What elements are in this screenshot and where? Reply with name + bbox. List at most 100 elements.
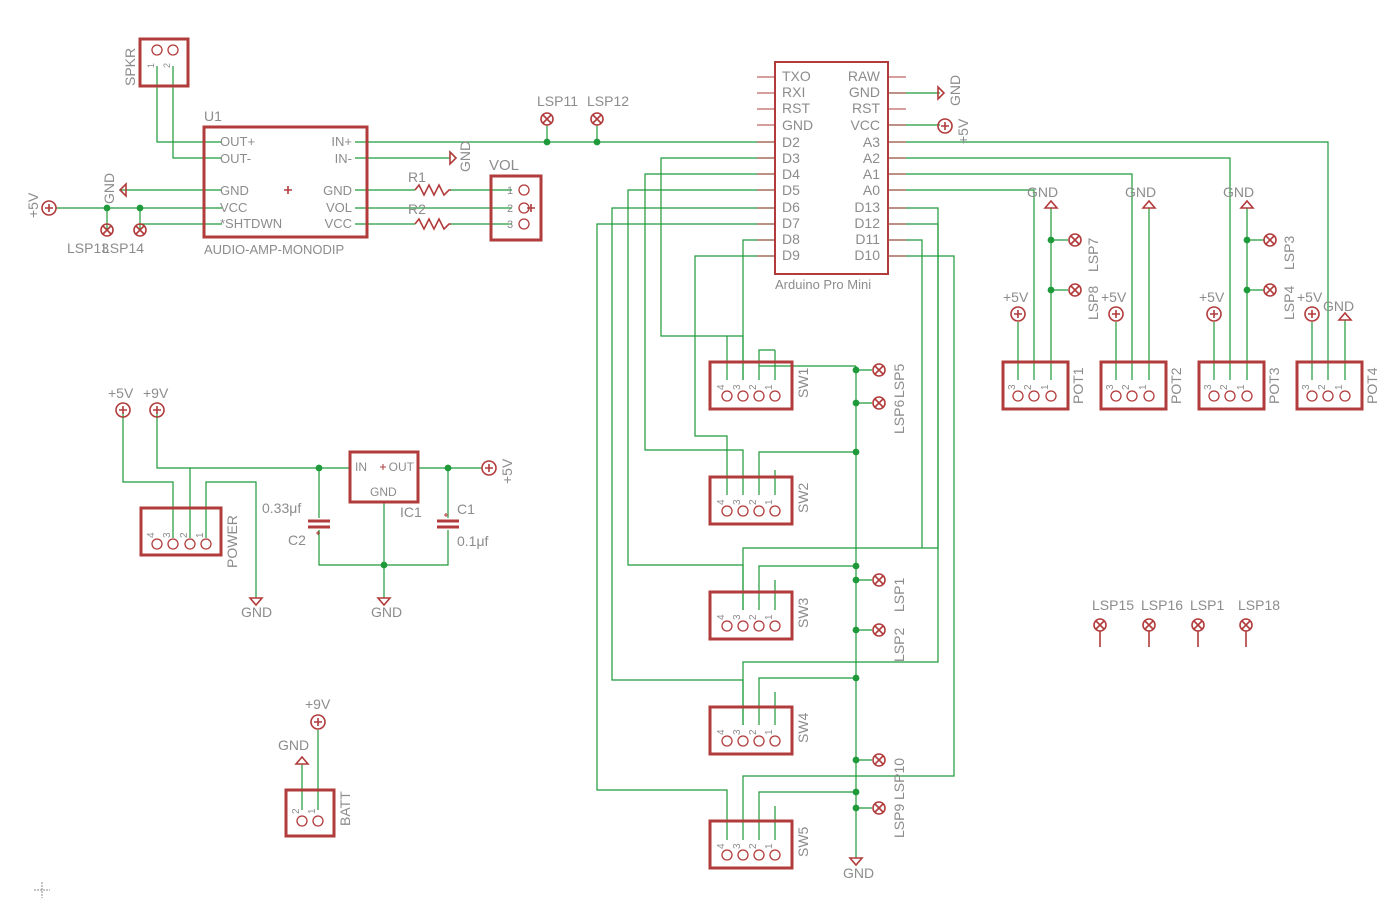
gnd-symbol-reg: GND	[371, 597, 402, 620]
svg-text:GND: GND	[278, 737, 309, 753]
sw4-pin-2: 2	[748, 729, 759, 735]
lsp9[interactable]: LSP9	[872, 801, 907, 838]
ard-d7: D7	[782, 215, 800, 231]
battery-connector[interactable]: 2 1 BATT	[284, 788, 353, 838]
svg-text:+5V: +5V	[1297, 289, 1323, 305]
reg-in-label: IN	[355, 460, 367, 474]
resistor-r1[interactable]: R1	[408, 169, 451, 197]
arduino-pro-mini[interactable]: TXO RXI RST GND D2 D3 D4 D5 D6 D7 D8 D9 …	[757, 61, 906, 292]
lsp18[interactable]: LSP18	[1238, 597, 1280, 647]
lsp14[interactable]: LSP14	[102, 223, 147, 256]
ard-gnd: GND	[782, 117, 813, 133]
gnd-symbol-switches: GND	[843, 857, 874, 881]
ard-rxi: RXI	[782, 84, 805, 100]
lsp2[interactable]: LSP2	[872, 623, 907, 662]
ard-d9: D9	[782, 247, 800, 263]
pot-pot2[interactable]: 3 2 1 POT2	[1099, 360, 1184, 411]
power-connector[interactable]: 4 3 2 1 POWER	[139, 506, 240, 568]
pot-pot1[interactable]: 3 2 1 POT1	[1001, 360, 1086, 411]
gnd-symbol-power: GND	[241, 597, 272, 620]
u1-pin-vcc2: VCC	[325, 216, 352, 231]
origin-crosshair-icon	[34, 882, 50, 898]
speaker-connector[interactable]: 1 2 SPKR	[122, 37, 190, 88]
lsp10[interactable]: LSP10	[872, 753, 907, 800]
pot1-pin-3: 3	[1007, 384, 1018, 390]
p5v-symbol-left: +5V	[25, 192, 57, 218]
c2-value: 0.33μf	[262, 500, 301, 516]
pot1-pin-2: 2	[1023, 384, 1034, 390]
lsp8[interactable]: LSP8	[1068, 283, 1101, 320]
power-pin-4: 4	[146, 532, 157, 538]
switch-sw4[interactable]: 4 3 2 1 SW4	[708, 705, 811, 756]
gnd-symbol-pot2: GND	[1125, 184, 1157, 209]
svg-text:LSP3: LSP3	[1281, 236, 1297, 270]
switch-sw3[interactable]: 4 3 2 1 SW3	[708, 590, 811, 641]
pot3-pin-1: 1	[1236, 384, 1247, 390]
p5v-symbol-pot1: +5V	[1003, 289, 1029, 322]
reg-gnd-label: GND	[370, 485, 397, 499]
regulator-ic1[interactable]: IN OUT GND IC1	[348, 450, 422, 520]
lsp15[interactable]: LSP15	[1092, 597, 1134, 647]
capacitor-c1[interactable]: C1 0.1μf	[437, 501, 489, 549]
lsp13[interactable]: LSP13	[67, 223, 114, 256]
pot4-pin-3: 3	[1301, 384, 1312, 390]
u1-pin-vcc: VCC	[220, 200, 247, 215]
vol-connector[interactable]: VOL 1 2 3	[489, 157, 543, 242]
lsp4[interactable]: LSP4	[1263, 283, 1297, 320]
lsp1[interactable]: LSP1	[872, 573, 907, 612]
pot-pot3[interactable]: 3 2 1 POT3	[1197, 360, 1282, 411]
lsp16[interactable]: LSP16	[1141, 597, 1183, 647]
spkr-pin-2: 2	[162, 63, 172, 68]
pot-pot4[interactable]: 3 2 1 POT4	[1295, 360, 1380, 411]
lsp3[interactable]: LSP3	[1263, 233, 1297, 270]
batt-label: BATT	[337, 791, 353, 826]
p5v-symbol-pot4: +5V	[1297, 289, 1323, 322]
switch-sw1[interactable]: 4 3 2 1 SW1	[708, 360, 811, 411]
sw2-pin-2: 2	[748, 499, 759, 505]
u1-pin-gnd: GND	[220, 183, 249, 198]
switch-sw2[interactable]: 4 3 2 1 SW2	[708, 475, 811, 526]
ard-rst2: RST	[852, 100, 880, 116]
gnd-symbol-batt: GND	[278, 737, 310, 765]
lsp11[interactable]: LSP11	[537, 93, 578, 126]
lsp5[interactable]: LSP5	[872, 363, 907, 398]
sw1-pin-4: 4	[716, 384, 727, 390]
sw2-label: SW2	[795, 482, 811, 513]
switch-sw5[interactable]: 4 3 2 1 SW5	[708, 819, 811, 870]
lsp12[interactable]: LSP12	[587, 93, 629, 126]
batt-pin-1: 1	[307, 808, 318, 814]
c1-value: 0.1μf	[457, 533, 489, 549]
u1-pin-outm: OUT-	[220, 151, 251, 166]
ard-a1: A1	[863, 166, 880, 182]
wires	[56, 66, 1346, 858]
gnd-symbol-pot4: GND	[1323, 298, 1354, 321]
audio-amp-u1[interactable]: U1 OUT+ OUT- GND VCC *SHTDWN IN+ IN- GND…	[202, 108, 369, 257]
svg-text:LSP16: LSP16	[1141, 597, 1183, 613]
vol-label: VOL	[489, 157, 519, 174]
power-label: POWER	[224, 515, 240, 568]
resistor-r2[interactable]: R2	[408, 201, 451, 231]
spkr-pin-1: 1	[146, 63, 156, 68]
u1-label: U1	[204, 108, 222, 124]
c2-label: C2	[288, 532, 306, 548]
lsp6[interactable]: LSP6	[872, 396, 907, 434]
svg-text:+5V: +5V	[108, 385, 134, 401]
lsp17[interactable]: LSP1	[1190, 597, 1224, 647]
svg-text:GND: GND	[371, 604, 402, 620]
svg-text:LSP4: LSP4	[1281, 286, 1297, 320]
svg-text:LSP18: LSP18	[1238, 597, 1280, 613]
capacitor-c2[interactable]: 0.33μf C2	[262, 500, 330, 548]
c1-label: C1	[457, 501, 475, 517]
pot1-pin-1: 1	[1040, 384, 1051, 390]
pot3-pin-3: 3	[1203, 384, 1214, 390]
vol-pin-2: 2	[507, 203, 513, 215]
pot2-pin-1: 1	[1138, 384, 1149, 390]
ard-a3: A3	[863, 134, 880, 150]
reg-out-label: OUT	[389, 460, 415, 474]
ard-gnd2: GND	[849, 84, 880, 100]
u1-pin-inm: IN-	[335, 151, 352, 166]
lsp7[interactable]: LSP7	[1068, 233, 1101, 272]
u1-pin-outp: OUT+	[220, 134, 255, 149]
p9v-symbol-batt: +9V	[305, 696, 331, 730]
